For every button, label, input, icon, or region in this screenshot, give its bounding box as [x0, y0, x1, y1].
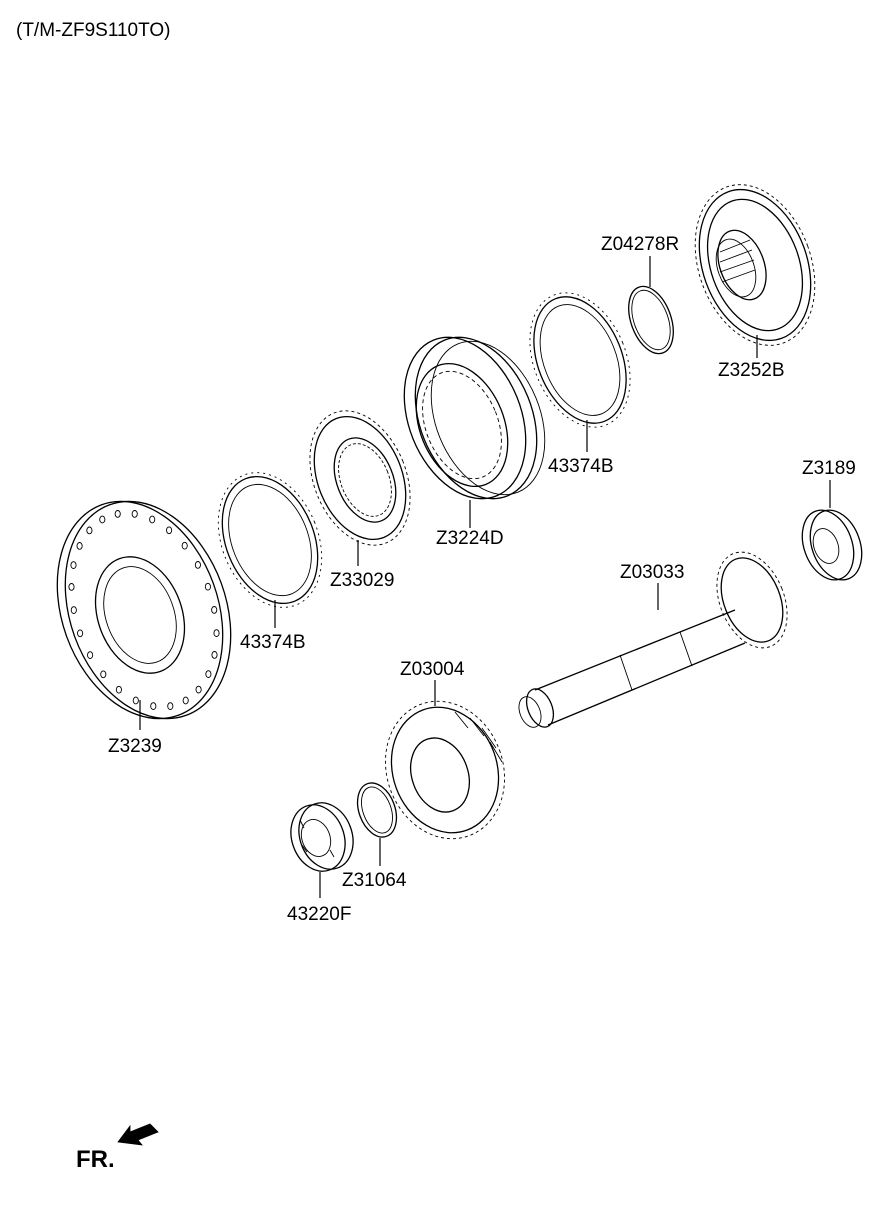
label-43374b-lower: 43374B: [240, 632, 306, 653]
plate-hole: [181, 541, 188, 550]
bearing-z3189[interactable]: [793, 503, 871, 587]
page-title: (T/M-ZF9S110TO): [16, 20, 171, 41]
bearing-43220f[interactable]: [282, 795, 362, 879]
plate-hole: [100, 670, 107, 679]
plate-hole: [204, 582, 211, 591]
plate-hole: [87, 651, 94, 659]
label-z03033: Z03033: [620, 562, 684, 583]
gear-z3252b[interactable]: [674, 168, 836, 362]
label-z03004: Z03004: [400, 659, 465, 680]
plate-hole: [114, 510, 121, 518]
plate-hole: [70, 561, 77, 569]
label-z3224d: Z3224D: [436, 528, 504, 549]
front-direction-marker: FR.: [76, 1123, 159, 1173]
synchronizer-hub-z33029[interactable]: [291, 396, 429, 560]
plate-hole: [132, 696, 139, 705]
front-arrow-icon: [117, 1123, 159, 1146]
plate-hole: [195, 685, 202, 694]
label-z31064: Z31064: [342, 870, 407, 891]
label-z33029: Z33029: [330, 570, 394, 591]
snap-ring-z31064[interactable]: [351, 778, 404, 843]
plate-hole: [86, 526, 93, 535]
carrier-plate-z3239[interactable]: [28, 478, 259, 742]
plate-hole: [213, 629, 220, 637]
plate-hole: [70, 606, 77, 614]
snap-ring-z04278r[interactable]: [620, 280, 682, 359]
plate-hole: [194, 561, 201, 569]
plate-hole: [211, 651, 218, 659]
label-z3239: Z3239: [108, 736, 162, 757]
label-43220f: 43220F: [287, 904, 351, 925]
label-z3189: Z3189: [802, 458, 856, 479]
plate-hole: [166, 526, 173, 535]
plate-hole: [99, 515, 106, 524]
plate-hole: [68, 583, 75, 591]
plate-hole: [205, 670, 212, 678]
fr-label: FR.: [76, 1146, 115, 1173]
plate-hole: [211, 606, 218, 614]
helical-gear-z03004[interactable]: [367, 684, 524, 855]
plate-hole: [115, 685, 122, 694]
plate-hole: [131, 510, 138, 518]
label-z3252b: Z3252B: [718, 360, 785, 381]
plate-hole: [150, 702, 157, 710]
shaft-z03033[interactable]: [515, 542, 801, 731]
synchronizer-ring-43374b-upper[interactable]: [511, 278, 649, 442]
plate-hole: [77, 629, 84, 638]
synchronizer-sleeve-z3224d[interactable]: [382, 319, 567, 517]
label-43374b-upper: 43374B: [548, 456, 614, 477]
plate-hole: [76, 542, 83, 550]
plate-hole: [149, 515, 156, 524]
label-z04278r: Z04278R: [601, 234, 679, 255]
plate-hole: [182, 696, 189, 705]
plate-hole: [167, 702, 174, 710]
synchronizer-ring-43374b-lower[interactable]: [199, 457, 340, 623]
